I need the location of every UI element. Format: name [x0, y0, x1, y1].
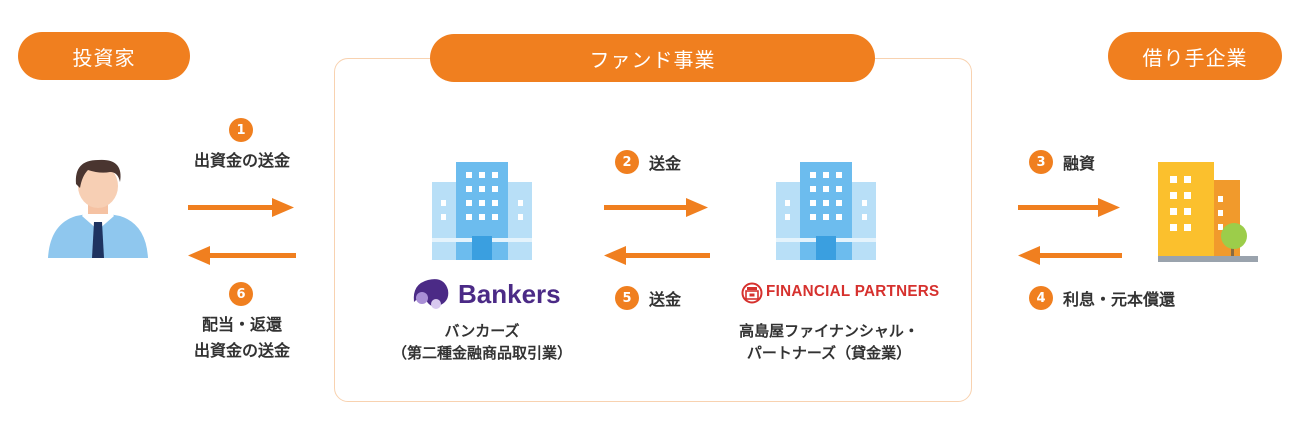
investor-header: 投資家 [18, 32, 190, 80]
office-building-icon [432, 162, 532, 260]
step-3-number: 3 [1029, 150, 1053, 174]
fund-header-label: ファンド事業 [589, 47, 716, 72]
financial-name: 高島屋ファイナンシャル・ パートナーズ（貸金業） [714, 320, 944, 364]
step-6-label: 配当・返還 出資金の送金 [170, 312, 314, 364]
office-building-icon [776, 162, 876, 260]
arrow-left-borrower-to-financial [1018, 246, 1122, 265]
step-2: 2 送金 [615, 150, 681, 174]
arrow-left-financial-to-bankers [604, 246, 710, 265]
step-5: 5 送金 [615, 286, 681, 310]
investor-header-label: 投資家 [72, 45, 136, 70]
step-4-label: 利息・元本償還 [1063, 290, 1176, 309]
company-building-icon [1158, 162, 1258, 262]
step-3-label: 融資 [1063, 154, 1096, 173]
bankers-logo-text: Bankers [458, 279, 561, 309]
borrower-header: 借り手企業 [1108, 32, 1282, 80]
financial-logo-text: FINANCIAL PARTNERS [766, 283, 940, 300]
step-1-label: 出資金の送金 [193, 151, 290, 170]
step-3: 3 融資 [1029, 150, 1095, 174]
step-6-number: 6 [229, 282, 253, 306]
bankers-name: バンカーズ （第二種金融商品取引業） [382, 320, 582, 364]
financial-name-line1: 高島屋ファイナンシャル・ [739, 322, 919, 340]
step-5-label: 送金 [649, 290, 682, 309]
step-1-number: 1 [229, 118, 253, 142]
bankers-logo-icon [413, 279, 449, 309]
arrow-right-investor-to-fund [188, 198, 294, 217]
step-2-label: 送金 [649, 154, 682, 173]
arrow-right-bankers-to-financial [604, 198, 708, 217]
bankers-name-line: バンカーズ [444, 322, 520, 340]
borrower-header-label: 借り手企業 [1142, 45, 1248, 70]
step-2-number: 2 [615, 150, 639, 174]
financial-name-line2: パートナーズ（貸金業） [746, 344, 912, 362]
arrow-right-financial-to-borrower [1018, 198, 1120, 217]
bankers-desc-line: （第二種金融商品取引業） [391, 344, 572, 362]
person-icon [48, 159, 148, 258]
fund-header: ファンド事業 [430, 34, 875, 82]
step-4-number: 4 [1029, 286, 1053, 310]
step-5-number: 5 [615, 286, 639, 310]
arrow-left-fund-to-investor [188, 246, 296, 265]
step-6-label-line1: 配当・返還 [201, 315, 282, 334]
step-4: 4 利息・元本償還 [1029, 286, 1175, 310]
takashimaya-logo-icon [741, 282, 763, 304]
step-6-label-line2: 出資金の送金 [193, 341, 290, 360]
